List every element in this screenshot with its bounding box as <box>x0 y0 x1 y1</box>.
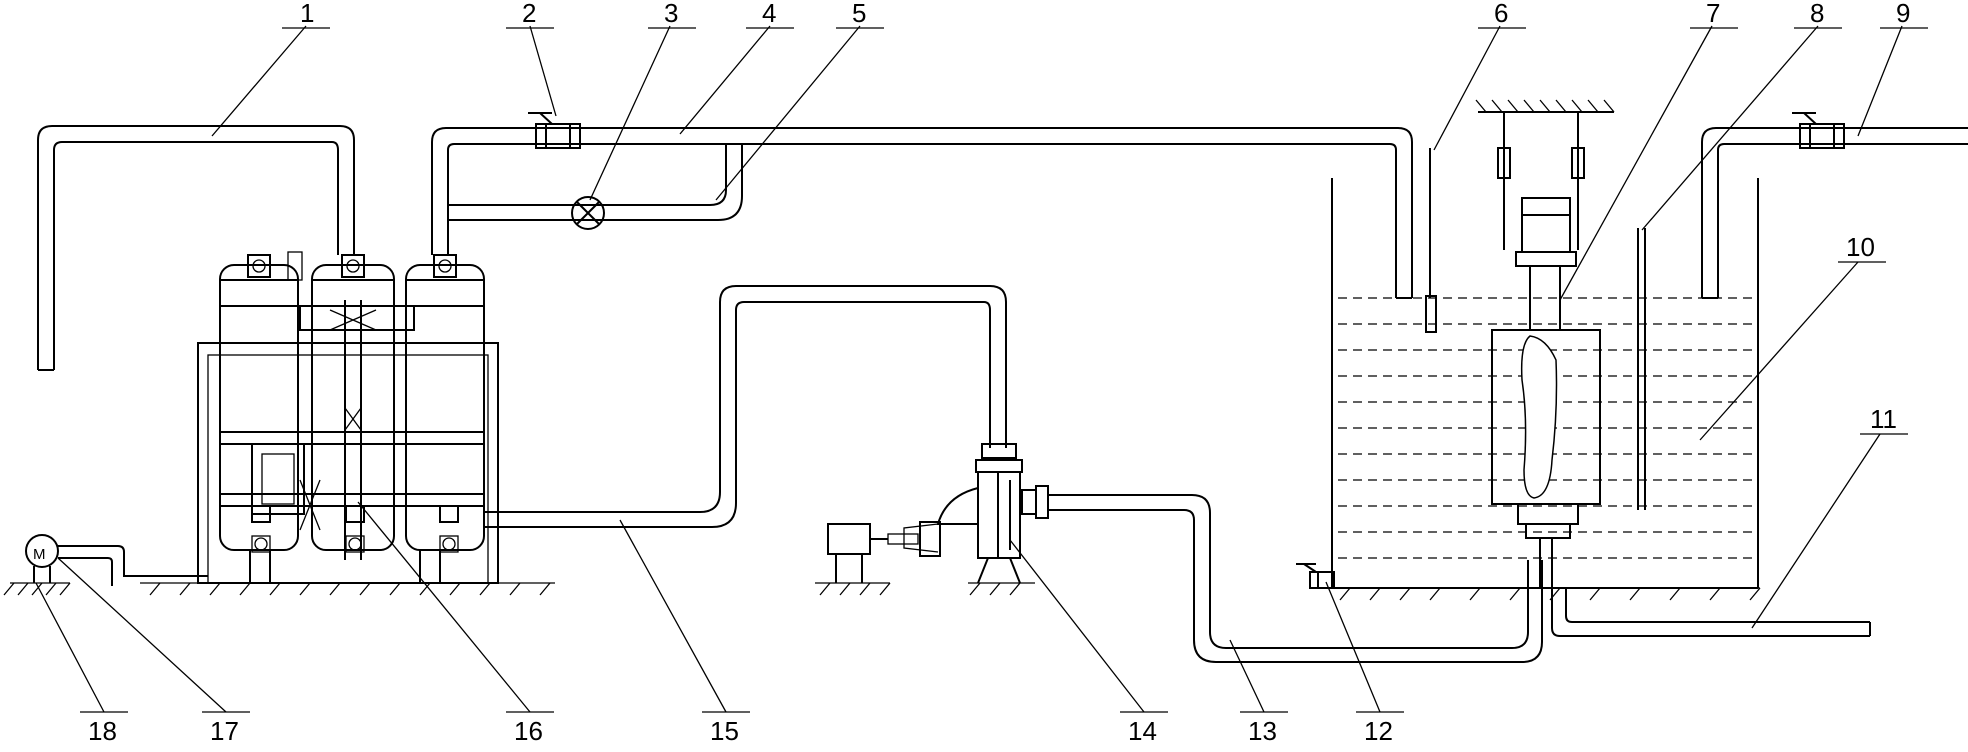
pipe-4 <box>431 127 1413 299</box>
motor-18: M <box>25 534 59 583</box>
ground-lines <box>3 582 1761 601</box>
label-3: 3 <box>664 0 678 28</box>
valve-12 <box>1296 563 1335 589</box>
label-5: 5 <box>852 0 866 28</box>
label-8: 8 <box>1810 0 1824 28</box>
label-1: 1 <box>300 0 314 28</box>
label-11: 11 <box>1870 404 1897 434</box>
pipe-17 <box>58 545 208 586</box>
label-4: 4 <box>762 0 776 28</box>
label-17: 17 <box>210 716 239 746</box>
pipe-13 <box>1048 494 1543 663</box>
pump-badge: M <box>33 546 46 563</box>
label-9: 9 <box>1896 0 1910 28</box>
label-10: 10 <box>1846 232 1875 262</box>
valve-9 <box>1792 112 1845 149</box>
valve-2 <box>528 112 581 149</box>
vessel-assembly <box>197 251 499 584</box>
label-7: 7 <box>1706 0 1720 28</box>
label-15: 15 <box>710 716 739 746</box>
tank-10 <box>1331 148 1759 589</box>
label-16: 16 <box>514 716 543 746</box>
water-fill <box>1338 297 1754 559</box>
leader-lines <box>35 25 1903 713</box>
label-6: 6 <box>1494 0 1508 28</box>
label-14: 14 <box>1128 716 1157 746</box>
label-2: 2 <box>522 0 536 28</box>
pipe-5 <box>448 144 743 221</box>
label-13: 13 <box>1248 716 1277 746</box>
heater-7 <box>1475 99 1615 588</box>
pipe-1 <box>37 125 355 371</box>
pipe-11 <box>1551 588 1871 637</box>
part-labels: 1 2 3 4 5 6 7 8 9 10 11 12 13 14 15 16 1… <box>80 0 1928 746</box>
gauge-3 <box>571 196 605 230</box>
pump-14 <box>827 443 1049 584</box>
pipe-15 <box>484 285 1007 528</box>
label-18: 18 <box>88 716 117 746</box>
pipe-9 <box>1701 127 1968 299</box>
label-12: 12 <box>1364 716 1393 746</box>
